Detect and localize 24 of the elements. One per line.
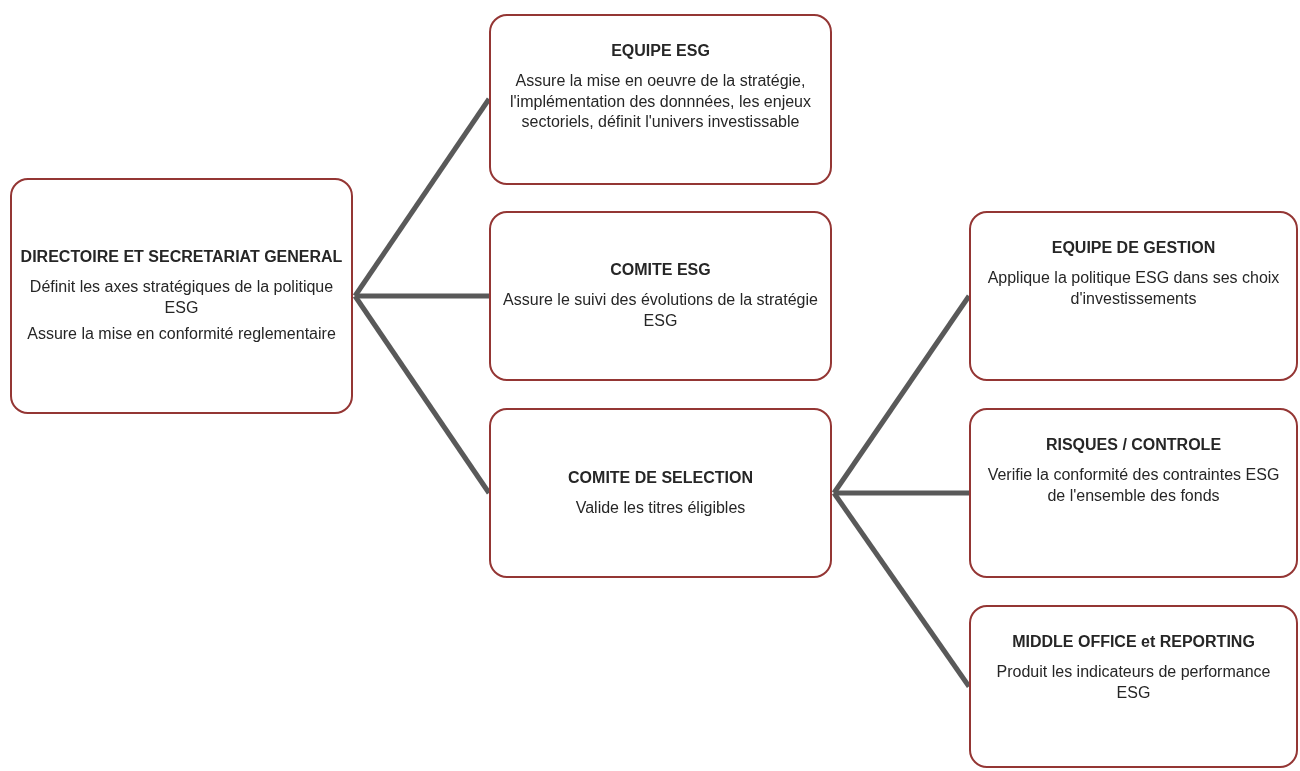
box-title: DIRECTOIRE ET SECRETARIAT GENERAL <box>20 246 343 267</box>
org-box <box>489 14 832 185</box>
box-title: RISQUES / CONTROLE <box>1045 435 1222 455</box>
box-title: COMITE DE SELECTION <box>568 467 753 488</box>
org-box <box>969 211 1298 381</box>
box-description: Assure le suivi des évolutions de la stratégie ESG <box>502 290 819 331</box>
org-box <box>969 605 1298 768</box>
org-box <box>489 211 832 381</box>
box-description: Applique la politique ESG dans ses choix d'investissements <box>986 267 1281 309</box>
box-description: Produit les indicateurs de performance ESG <box>995 661 1272 703</box>
org-box <box>969 408 1298 578</box>
org-box <box>489 408 832 578</box>
box-description: Assure la mise en oeuvre de la stratégie, l'implémentation des donnnées, les enjeux sectoriels, définit l'univers investissable <box>509 70 812 133</box>
box-description: Verifie la conformité des contraintes ESG de l'ensemble des fonds <box>986 464 1281 506</box>
org-box <box>10 178 353 414</box>
connector-line <box>834 490 969 496</box>
box-description: Assure la mise en conformité reglementaire <box>27 324 336 345</box>
box-title: EQUIPE DE GESTION <box>1051 238 1216 258</box>
box-description: Valide les titres éligibles <box>575 497 746 518</box>
box-title: EQUIPE ESG <box>611 41 710 61</box>
box-title: COMITE ESG <box>610 260 711 281</box>
box-title: MIDDLE OFFICE et REPORTING <box>1012 632 1255 652</box>
connector-line <box>355 293 489 299</box>
box-description: Définit les axes stratégiques de la politique ESG <box>28 276 335 318</box>
